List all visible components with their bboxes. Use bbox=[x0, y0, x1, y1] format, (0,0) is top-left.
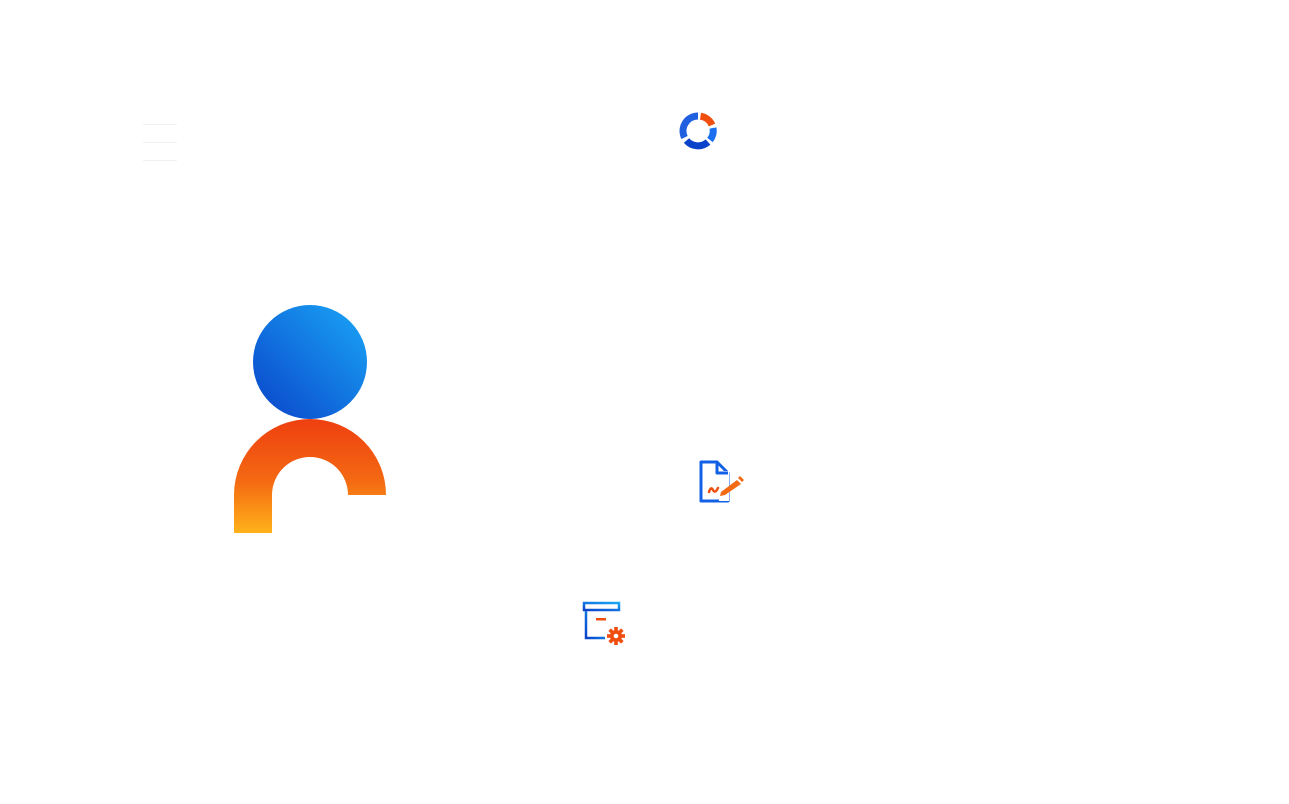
donut-chart-logo-icon bbox=[678, 111, 718, 151]
user-avatar-icon bbox=[233, 303, 389, 535]
menu-button[interactable] bbox=[143, 122, 179, 164]
menu-line bbox=[143, 142, 177, 143]
menu-line bbox=[143, 160, 177, 161]
menu-line bbox=[143, 124, 177, 125]
document-signature-icon[interactable] bbox=[697, 459, 747, 505]
archive-settings-icon[interactable] bbox=[581, 600, 629, 648]
